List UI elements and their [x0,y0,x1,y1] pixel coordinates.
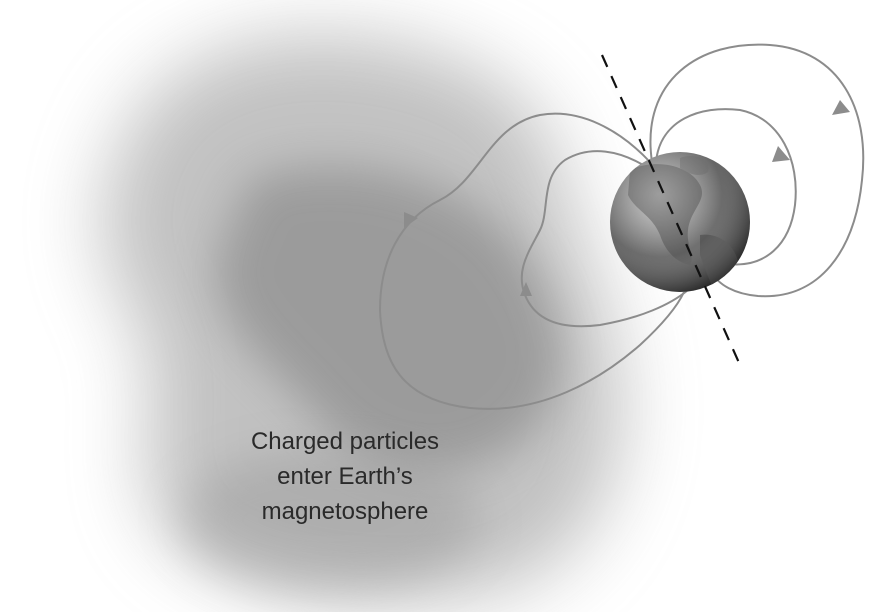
caption-line-3: magnetosphere [200,494,490,529]
caption-line-2: enter Earth’s [200,459,490,494]
arrow-right-outer [832,100,850,115]
caption: Charged particles enter Earth’s magnetos… [200,424,490,529]
earth-globe [610,152,750,295]
earth-shading [610,152,750,292]
caption-line-1: Charged particles [200,424,490,459]
